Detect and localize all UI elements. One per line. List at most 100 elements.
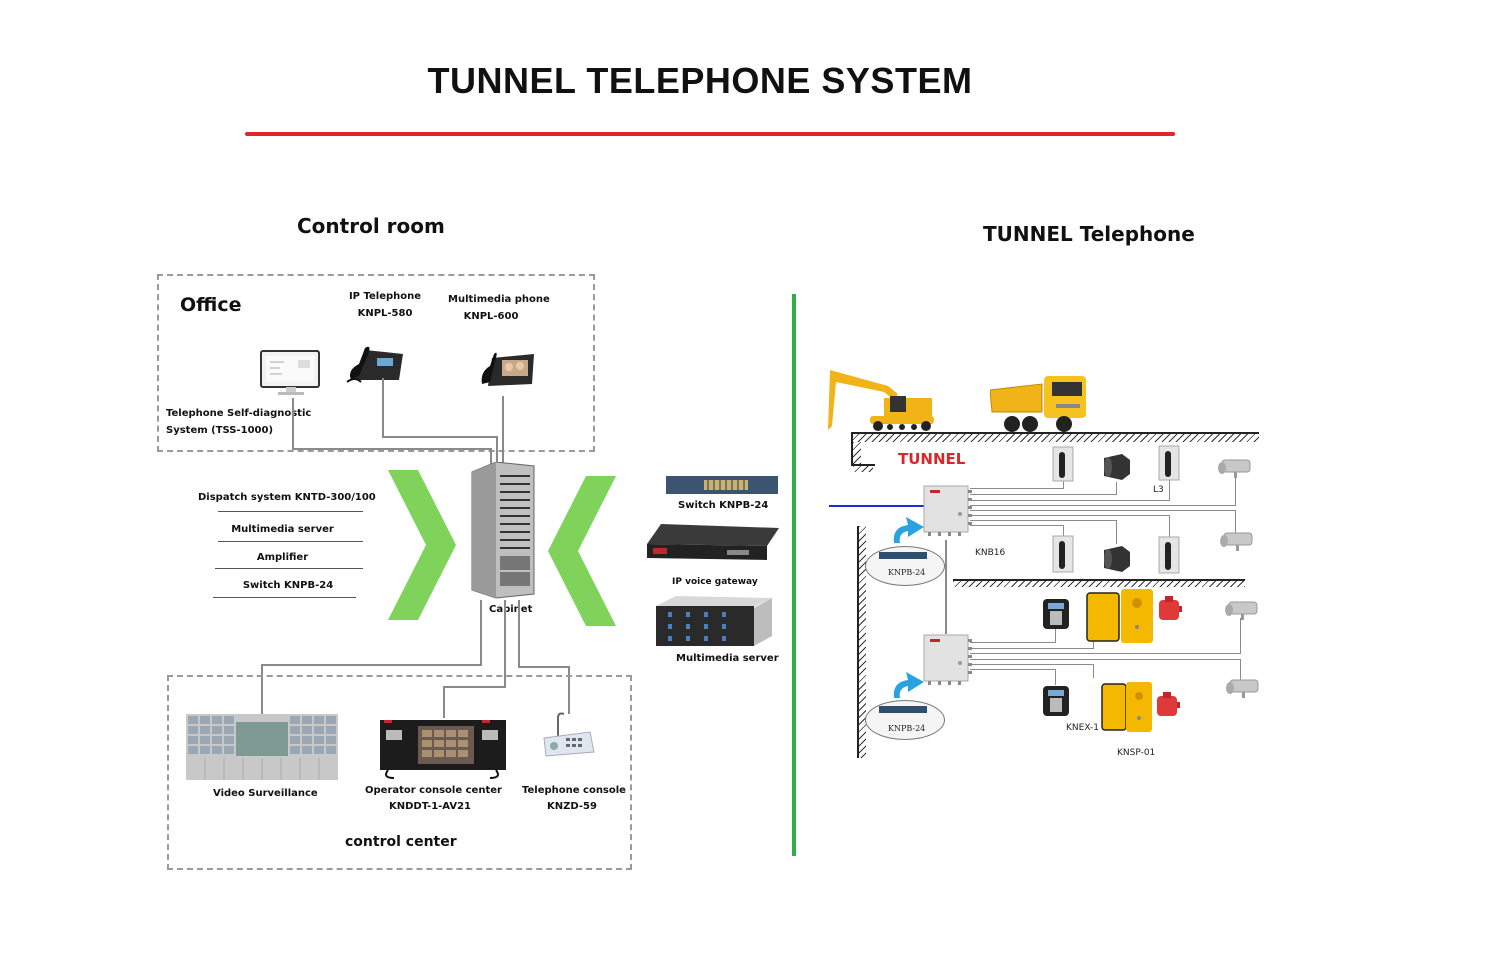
control-center-label: control center: [345, 834, 457, 850]
control-center-box: [167, 675, 632, 870]
cable: [970, 510, 1236, 511]
server-icon: [656, 596, 772, 646]
cabinet-item-dispatch: Dispatch system KNTD-300/100: [198, 492, 376, 503]
cable: [970, 659, 1241, 660]
video-surveillance-label: Video Surveillance: [213, 788, 318, 799]
cable: [970, 515, 1170, 516]
explosion-proof-phone-icon: [1043, 686, 1069, 716]
title-underline: [245, 132, 1175, 136]
alarm-sounder-icon: [1157, 692, 1180, 716]
mid-ground-line: [953, 579, 1245, 581]
wire: [443, 686, 445, 718]
office-box: [157, 274, 595, 452]
cable: [1169, 480, 1170, 501]
cable: [1063, 525, 1064, 543]
cable: [970, 525, 1064, 526]
loudspeaker-icon: [1104, 454, 1130, 480]
cable: [1116, 520, 1117, 544]
multimedia-phone-label: Multimedia phone KNPL-600: [448, 294, 550, 322]
server-label: Multimedia server: [676, 653, 779, 664]
connection-arrow-icon: [893, 672, 924, 698]
video-wall-icon: [186, 714, 338, 780]
cable: [1116, 482, 1117, 495]
chevron-right-icon: [388, 470, 456, 620]
cable: [970, 669, 1056, 670]
cable: [1240, 618, 1241, 654]
tunnel-phone-icon: [1052, 446, 1074, 482]
ground-line: [851, 432, 1259, 434]
cable: [970, 648, 1094, 649]
telephone-console-model: KNZD-59: [547, 801, 597, 812]
mid-ground-hatch: [953, 581, 1245, 587]
wire: [496, 436, 498, 466]
operator-console-label: Operator console center KNDDT-1-AV21: [365, 785, 502, 812]
cable: [970, 520, 1117, 521]
gateway-icon: [647, 524, 779, 560]
multimedia-phone-name: Multimedia phone: [448, 294, 550, 305]
cable: [1093, 664, 1094, 678]
divider: [213, 597, 356, 598]
operator-console-model: KNDDT-1-AV21: [388, 801, 472, 812]
alarm-sounder-icon: [1159, 596, 1182, 620]
knex-label: KNEX-1: [1066, 723, 1100, 733]
cable: [970, 488, 1064, 489]
wire: [292, 448, 492, 450]
wire: [443, 686, 506, 688]
ground-hatch: [851, 434, 1259, 442]
cable: [1235, 476, 1236, 506]
cabinet-item-switch: Switch KNPB-24: [242, 580, 334, 591]
loudspeaker-icon: [1104, 546, 1130, 572]
tunnel-wall: [857, 526, 859, 758]
wire: [382, 436, 498, 438]
office-label: Office: [180, 294, 242, 316]
junction-box-icon: [923, 485, 972, 536]
switch-icon: [666, 476, 778, 494]
telephone-console-label: Telephone console KNZD-59: [522, 785, 626, 812]
camera-icon: [1225, 601, 1258, 620]
cable: [1169, 515, 1170, 541]
explosion-proof-phone-icon: [1043, 599, 1069, 629]
chevron-left-icon: [548, 476, 616, 626]
portal-hatch-lower: [853, 466, 873, 472]
gateway-label: IP voice gateway: [672, 577, 758, 587]
tss-name: Telephone Self-diagnostic: [166, 408, 312, 419]
cabinet-icon: [471, 462, 535, 599]
knpb-bottom-label: KNPB-24: [888, 724, 926, 733]
telephone-console-name: Telephone console: [522, 785, 626, 796]
control-room-title: Control room: [297, 214, 445, 238]
ip-telephone-model: KNPL-580: [357, 308, 413, 319]
wire: [945, 540, 947, 634]
wire: [382, 378, 384, 438]
wire: [480, 600, 482, 665]
junction-box-icon: [923, 634, 972, 685]
tss-label: Telephone Self-diagnostic System (TSS-10…: [166, 405, 311, 439]
knsp-label: KNSP-01: [1117, 748, 1156, 758]
wire: [292, 398, 294, 450]
knpb-top-label: KNPB-24: [888, 568, 926, 577]
tss-model: System (TSS-1000): [166, 425, 274, 436]
divider: [215, 568, 363, 569]
wire: [490, 448, 492, 466]
operator-console-icon: [380, 720, 506, 779]
wire: [502, 396, 504, 466]
cable: [1063, 480, 1064, 489]
tunnel-wall-hatch: [859, 526, 866, 758]
cable: [970, 653, 1241, 654]
tunnel-portal: [851, 432, 853, 466]
cable: [1055, 628, 1056, 643]
wire: [518, 600, 520, 668]
switch-icon: [879, 552, 927, 559]
switch-label: Switch KNPB-24: [678, 500, 769, 511]
cabinet-item-amplifier: Amplifier: [256, 552, 309, 563]
tunnel-telephone-title: TUNNEL Telephone: [983, 222, 1195, 246]
wire: [568, 666, 570, 714]
cable: [970, 494, 1117, 495]
tunnel-phone-icon: [1052, 535, 1074, 573]
section-divider: [792, 294, 796, 856]
camera-icon: [1220, 532, 1253, 551]
tunnel-label: TUNNEL: [898, 450, 966, 468]
wire: [261, 664, 482, 666]
multimedia-phone-icon: [481, 352, 534, 386]
connection-arrow-icon: [893, 517, 924, 543]
excavator-icon: [828, 370, 934, 431]
